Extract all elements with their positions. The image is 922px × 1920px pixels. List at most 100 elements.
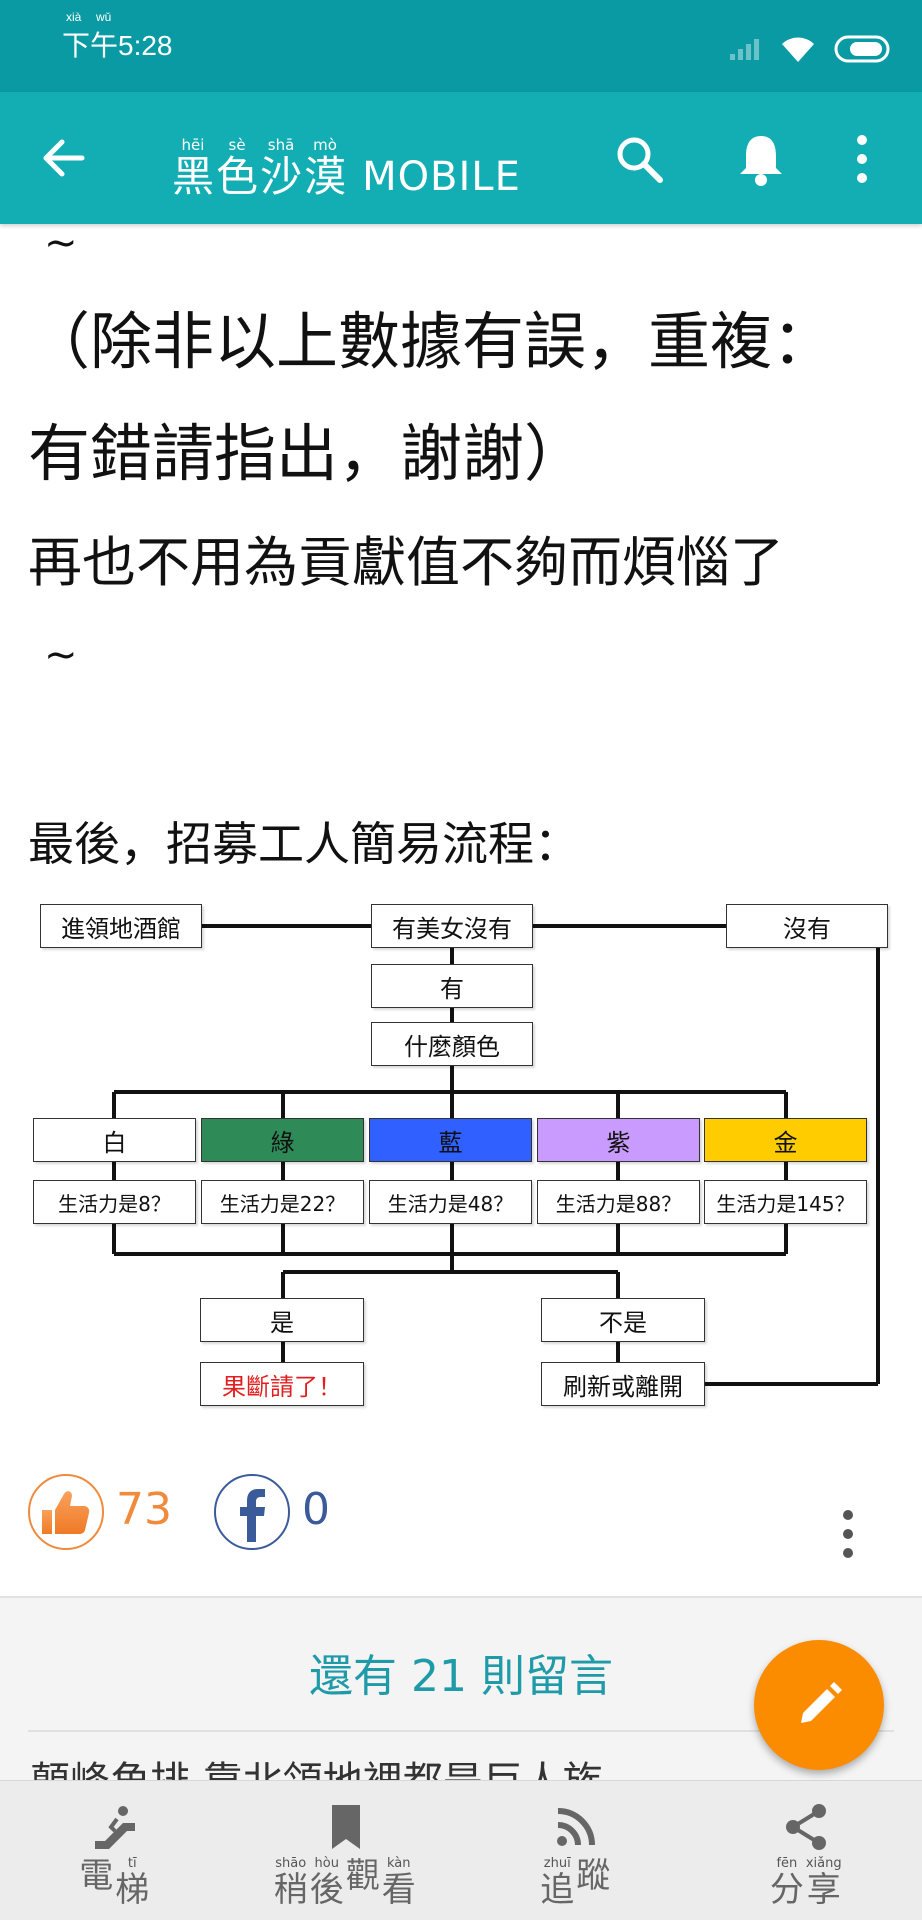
- nav-hanzi: 後: [309, 1870, 344, 1910]
- time-text: 下午5:28: [62, 30, 173, 61]
- bookmark-icon: [331, 1805, 360, 1849]
- search-icon[interactable]: [612, 132, 666, 186]
- nav-hanzi: 分: [769, 1870, 804, 1910]
- facebook-share-button[interactable]: [214, 1474, 290, 1550]
- flow-node-refresh: 刷新或離開: [541, 1362, 705, 1406]
- flow-node-start: 進領地酒館: [40, 904, 202, 948]
- battery-icon: [834, 35, 890, 63]
- status-icons: [728, 34, 892, 64]
- tilde-top: ~: [44, 220, 78, 266]
- status-time: xià wǔ 下午5:28: [62, 10, 173, 64]
- article-line-1: （除非以上數據有誤，重複：: [28, 305, 835, 378]
- flow-node-is-not: 不是: [541, 1298, 705, 1342]
- flow-node-yes: 有: [371, 964, 533, 1008]
- flow-heading: 最後，招募工人簡易流程：: [28, 817, 580, 871]
- comment-preview[interactable]: 顛峰角排 靠北領地裡都是巨人族: [30, 1759, 603, 1782]
- wifi-icon: [782, 37, 814, 62]
- flow-node-vitality-145: 生活力是145？: [704, 1180, 867, 1224]
- flow-node-vitality-48: 生活力是48？: [369, 1180, 532, 1224]
- comments-divider: [28, 1730, 894, 1732]
- nav-hanzi: 看: [381, 1870, 416, 1910]
- title-hanzi: 漠: [304, 152, 347, 201]
- more-vert-icon[interactable]: [850, 132, 874, 186]
- nav-char: 電: [79, 1857, 113, 1909]
- share-icon: [785, 1804, 826, 1850]
- more-comments-link[interactable]: 還有 21 則留言: [309, 1651, 613, 1702]
- article-line-3: 再也不用為貢獻值不夠而煩惱了: [28, 531, 784, 594]
- nav-pinyin: hòu: [314, 1856, 339, 1871]
- flow-node-no: 沒有: [726, 904, 888, 948]
- title-pinyin: sè: [228, 136, 246, 154]
- article-line-2: 有錯請指出，謝謝）: [28, 417, 587, 490]
- title-mobile: MOBILE: [362, 154, 521, 200]
- nav-pinyin: tī: [127, 1856, 137, 1871]
- nav-hanzi: 追: [540, 1870, 575, 1910]
- reactions-bar: 73 0: [0, 1468, 922, 1578]
- flow-node-green: 綠: [201, 1118, 364, 1162]
- flow-node-vitality-88: 生活力是88？: [537, 1180, 700, 1224]
- time-pinyin-2: wǔ: [96, 10, 112, 24]
- nav-hanzi: 蹤: [576, 1856, 611, 1896]
- pencil-icon: [801, 1682, 842, 1723]
- flow-node-purple: 紫: [537, 1118, 700, 1162]
- flow-node-decisive: 果斷請了！: [200, 1362, 364, 1406]
- like-button[interactable]: [28, 1474, 104, 1550]
- title-pinyin: hēi: [181, 136, 205, 154]
- rss-icon: [557, 1808, 596, 1846]
- bell-icon[interactable]: [734, 130, 788, 188]
- facebook-share-count: 0: [302, 1484, 330, 1535]
- nav-hanzi: 觀: [345, 1856, 380, 1896]
- more-vert-icon[interactable]: [838, 1508, 858, 1560]
- nav-pinyin: shāo: [275, 1856, 307, 1871]
- flow-node-color-question: 什麼顏色: [371, 1022, 533, 1066]
- write-comment-fab[interactable]: [754, 1640, 884, 1770]
- flow-node-gold: 金: [704, 1118, 867, 1162]
- nav-hanzi: 稍: [273, 1870, 308, 1910]
- title-hanzi: 黑: [172, 152, 215, 201]
- status-bar: xià wǔ 下午5:28: [0, 0, 922, 92]
- nav-pinyin: kàn: [386, 1856, 411, 1871]
- nav-pinyin: zhuī: [543, 1856, 571, 1871]
- title-pinyin: mò: [313, 136, 337, 154]
- flowchart-connectors: [112, 924, 880, 1386]
- nav-hanzi: 梯: [115, 1870, 150, 1910]
- nav-hanzi: 電: [79, 1856, 114, 1896]
- like-count: 73: [116, 1484, 172, 1535]
- flow-node-is: 是: [200, 1298, 364, 1342]
- title-hanzi: 色: [216, 152, 259, 201]
- nav-char: 蹤: [576, 1857, 610, 1909]
- flow-node-vitality-8: 生活力是8？: [33, 1180, 196, 1224]
- flow-node-question: 有美女沒有: [371, 904, 533, 948]
- title-hanzi: 沙: [260, 152, 303, 201]
- thumbs-up-icon: [42, 1491, 90, 1534]
- nav-pinyin: fēn: [776, 1856, 798, 1871]
- flow-node-vitality-22: 生活力是22？: [201, 1180, 364, 1224]
- back-arrow-icon[interactable]: [36, 130, 92, 186]
- signal-icon: [730, 39, 759, 60]
- recruit-flowchart: 進領地酒館 有美女沒有 沒有 有 什麼顏色 白 綠 藍 紫 金 生活力是8？ 生…: [0, 896, 922, 1416]
- flow-node-blue: 藍: [369, 1118, 532, 1162]
- flow-node-white: 白: [33, 1118, 196, 1162]
